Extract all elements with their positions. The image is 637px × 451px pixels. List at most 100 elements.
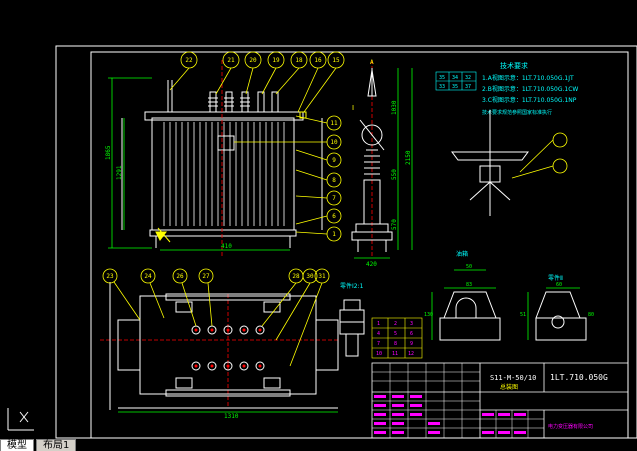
part-nut [339,299,365,357]
balloons-top-group [169,51,345,113]
notes-table-cells: 35 34 32 33 35 37 [439,75,471,90]
parts-cell-1-2: 6 [410,331,413,337]
parts-cell-0-1: 2 [394,321,397,327]
dim-base-width: 410 [221,243,232,250]
balloon-11: 11 [330,120,338,127]
title-model: S11-M-50/10 [490,374,536,382]
dim-detail-b: 83 [466,282,472,288]
callout-view-left: 零件Ⅰ2:1 [340,282,364,290]
balloon-9: 9 [332,157,336,164]
title-block-magenta-marks [374,395,526,434]
parts-table [371,317,423,359]
parts-table-cells: 1 2 3 4 5 6 7 8 9 10 11 12 [376,321,414,357]
balloon-16: 16 [314,57,322,64]
notes-cell-0-1: 34 [452,75,458,81]
balloon-27: 27 [202,273,210,280]
detail-view-3 [535,291,587,341]
notes-subnote: 技术要求规范参照国家标准执行 [482,109,552,116]
callout-view-right: 零件Ⅱ [548,274,563,282]
balloon-18: 18 [295,57,303,64]
ucs-icon [7,408,34,431]
title-company: 电力变压器有限公司 [548,423,593,430]
notes-item-1: 1.A视图示意：1LT.710.050G.1JT [482,74,574,82]
balloon-19: 19 [272,57,280,64]
balloon-30: 30 [306,273,314,280]
parts-cell-1-1: 5 [394,331,397,337]
detail-dimensions [431,269,580,340]
inner-frame [90,51,629,439]
plan-markers [194,328,262,368]
balloons-bottom-group [102,268,330,367]
bushing-dimensions [354,68,413,259]
tab-model[interactable]: 模型 [0,439,34,451]
detail-labels: 50 83 130 60 51 80 [424,264,594,318]
balloon-10: 10 [330,139,338,146]
balloon-22: 22 [185,57,193,64]
dim-detail-a: 50 [466,264,472,270]
balloon-labels-top: 22 21 20 19 18 16 15 [185,57,340,64]
notes-cell-1-1: 35 [452,84,458,90]
balloon-15: 15 [332,57,340,64]
title-block [371,362,629,439]
dim-detail-c: 130 [424,312,433,318]
detail-marker-2: A [370,59,374,66]
dim-bushing-total: 2150 [405,150,412,165]
balloon-8: 8 [332,177,336,184]
notes-title: 技术要求 [500,61,528,70]
balloon-labels-bottom: 23 24 26 27 28 30 31 [106,273,326,280]
layout-tabs: 模型 布局1 [0,439,637,451]
dim-detail-e: 51 [520,312,526,318]
bushing-elevation [351,68,393,252]
parts-cell-3-1: 11 [392,351,398,357]
detail-view-1-balloons [511,132,568,179]
front-elevation-accents [155,111,307,243]
balloon-31: 31 [318,273,326,280]
front-elevation-view [121,80,323,248]
balloon-1: 1 [332,231,336,238]
balloon-20: 20 [249,57,257,64]
dim-total-height: 1865 [105,145,112,160]
title-subtitle: 总装图 [500,383,518,391]
balloon-26: 26 [176,273,184,280]
dim-bushing-base: 420 [366,261,377,268]
detail-view-1 [451,110,529,216]
dim-detail-d: 60 [556,282,562,288]
dim-bushing-3: 570 [391,219,398,230]
balloon-7: 7 [332,195,336,202]
notes-cell-0-2: 32 [465,75,471,81]
parts-cell-0-0: 1 [377,321,380,327]
balloon-28: 28 [292,273,300,280]
front-dimensions [108,77,290,251]
parts-cell-2-1: 8 [394,341,397,347]
parts-cell-3-2: 12 [408,351,414,357]
parts-cell-0-2: 3 [410,321,413,327]
tab-layout-1[interactable]: 布局1 [36,439,77,451]
notes-cell-0-0: 35 [439,75,445,81]
parts-cell-2-0: 7 [377,341,380,347]
title-drawing-no: 1LT.710.050G [550,373,608,382]
notes-cell-1-2: 37 [465,84,471,90]
callout-view-mid: 油箱 [456,250,468,258]
dim-body-height: 1291 [116,165,123,180]
balloon-6: 6 [332,213,336,220]
parts-cell-1-0: 4 [377,331,380,337]
balloon-24: 24 [144,273,152,280]
balloon-labels-right: 11 10 9 8 7 6 1 [330,120,338,238]
dim-bushing-2: 550 [391,169,398,180]
notes-item-3: 3.C视图示意：1LT.710.050G.1NP [482,96,577,104]
notes-item-2: 2.B视图示意：1LT.710.050G.1CW [482,85,578,93]
detail-view-2 [439,291,501,341]
balloon-21: 21 [227,57,235,64]
notes-cell-1-0: 33 [439,84,445,90]
balloon-23: 23 [106,273,114,280]
dim-bushing-1: 1030 [391,100,398,115]
dim-detail-f: 80 [588,312,594,318]
dim-plan-width: 1310 [224,413,239,420]
parts-cell-2-2: 9 [410,341,413,347]
plan-view [109,282,339,410]
notes-table [435,71,477,91]
detail-marker: Ⅰ [352,104,354,112]
parts-cell-3-0: 10 [376,351,382,357]
balloons-right-group [234,115,342,242]
